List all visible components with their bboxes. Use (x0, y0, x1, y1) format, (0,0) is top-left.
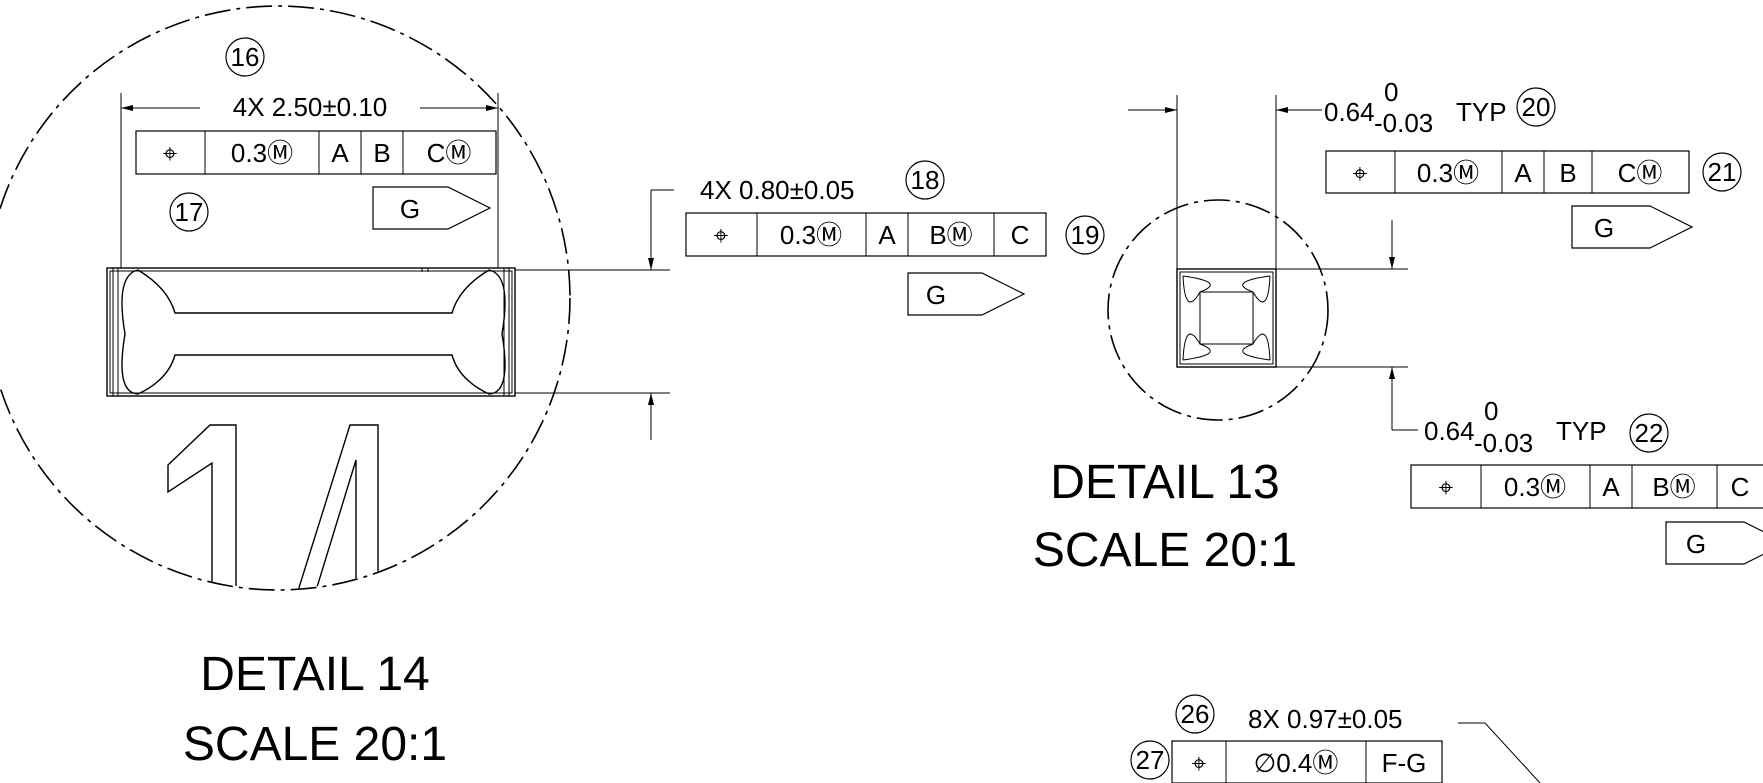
balloon-20-text: 20 (1522, 92, 1551, 122)
balloon-21-text: 21 (1708, 157, 1737, 187)
detail-13-label: DETAIL 13 (1050, 456, 1279, 509)
fcf-datum: F-G (1382, 748, 1427, 778)
balloon-26-text: 26 (1181, 699, 1210, 729)
position-icon: ⌖ (1192, 748, 1207, 778)
balloon-19: 19 (1065, 215, 1105, 255)
position-icon: ⌖ (1353, 158, 1368, 188)
balloon-18-text: 18 (911, 165, 940, 195)
fcf-detail13-top: ⌖ 0.3Ⓜ A B CⓂ (1325, 150, 1690, 194)
fcf-datum-c: C (1011, 220, 1030, 250)
datum-flag-text: G (400, 194, 420, 224)
balloon-18: 18 (905, 160, 945, 200)
datum-flag-g: G (907, 272, 1026, 316)
dim-lower-tol: -0.03 (1374, 108, 1433, 138)
fcf-tolerance: 0.3Ⓜ (231, 138, 293, 168)
balloon-17-text: 17 (175, 197, 204, 227)
dim-upper-tol: 0 (1484, 396, 1498, 426)
fcf-datum-b: BⓂ (1652, 472, 1695, 502)
bottom-dimension-text: 8X 0.97±0.05 (1248, 704, 1403, 734)
datum-flag-text: G (1686, 529, 1706, 559)
position-icon: ⌖ (714, 220, 729, 250)
fcf-datum-c: C (1731, 472, 1750, 502)
fcf-datum-a: A (878, 220, 896, 250)
dim-suffix: TYP (1456, 97, 1507, 127)
dim-value: 0.64 (1324, 97, 1375, 127)
fcf-datum-c: CⓂ (427, 138, 472, 168)
dim-suffix: TYP (1556, 416, 1607, 446)
fcf-detail13-bottom: ⌖ 0.3Ⓜ A BⓂ C (1410, 464, 1763, 509)
fcf-tolerance: 0.3Ⓜ (1417, 158, 1479, 188)
fcf-datum-a: A (331, 138, 349, 168)
balloon-16-text: 16 (231, 42, 260, 72)
balloon-16: 16 (225, 37, 265, 77)
datum-flag-g: G (1665, 521, 1763, 565)
position-icon: ⌖ (163, 138, 178, 168)
datum-flag-g: G (1571, 205, 1694, 249)
height-dimension-text: 4X 0.80±0.05 (700, 175, 855, 205)
detail-14: 4X 2.50±0.10 16 ⌖ 0.3Ⓜ A B CⓂ G 17 (0, 5, 1105, 771)
fcf-tolerance: 0.3Ⓜ (1504, 472, 1566, 502)
balloon-27: 27 (1130, 740, 1170, 780)
balloon-20: 20 (1516, 87, 1556, 127)
balloon-22: 22 (1629, 413, 1669, 453)
balloon-27-text: 27 (1136, 745, 1165, 775)
fcf-datum-b: B (373, 138, 390, 168)
fcf-detail14-right: ⌖ 0.3Ⓜ A BⓂ C (685, 212, 1047, 257)
fcf-tolerance: ∅0.4Ⓜ (1254, 748, 1339, 778)
part-pad-outline (106, 267, 516, 397)
fcf-datum-a: A (1514, 158, 1532, 188)
height-dimension (515, 189, 674, 440)
detail-13-boundary (1107, 199, 1329, 421)
fcf-datum-b: BⓂ (929, 220, 972, 250)
dimension-text-top: 0.64 0 -0.03 TYP (1324, 77, 1507, 138)
dim-lower-tol: -0.03 (1474, 428, 1533, 458)
height-dimension-13 (1276, 220, 1418, 431)
dim-upper-tol: 0 (1384, 77, 1398, 107)
bottom-callout: 26 8X 0.97±0.05 27 ⌖ ∅0.4Ⓜ F-G (1130, 694, 1541, 783)
fcf-datum-a: A (1602, 472, 1620, 502)
fcf-datum-b: B (1559, 158, 1576, 188)
fcf-bottom: ⌖ ∅0.4Ⓜ F-G (1171, 740, 1443, 783)
balloon-26: 26 (1175, 694, 1215, 734)
balloon-21: 21 (1702, 152, 1742, 192)
detail-13: 0.64 0 -0.03 TYP 20 ⌖ 0.3Ⓜ A B CⓂ 21 (1033, 77, 1763, 577)
fcf-tolerance: 0.3Ⓜ (780, 220, 842, 250)
width-dimension-text: 4X 2.50±0.10 (233, 92, 388, 122)
datum-flag-text: G (926, 280, 946, 310)
detail-14-boundary (0, 5, 571, 591)
datum-flag-g: G (372, 186, 492, 230)
dim-value: 0.64 (1424, 416, 1475, 446)
width-dimension: 4X 2.50±0.10 (120, 92, 499, 268)
position-icon: ⌖ (1439, 472, 1454, 502)
balloon-17: 17 (169, 192, 209, 232)
view-number-14-outline (167, 424, 379, 589)
detail-14-label: DETAIL 14 (200, 648, 429, 701)
datum-flag-text: G (1594, 213, 1614, 243)
detail-13-scale: SCALE 20:1 (1033, 524, 1297, 577)
balloon-22-text: 22 (1635, 418, 1664, 448)
balloon-19-text: 19 (1071, 220, 1100, 250)
detail-14-scale: SCALE 20:1 (183, 718, 447, 771)
dimension-text-bottom: 0.64 0 -0.03 TYP (1424, 396, 1607, 458)
part-square-pad (1176, 268, 1277, 368)
fcf-detail14-top: ⌖ 0.3Ⓜ A B CⓂ (135, 130, 497, 175)
width-dimension-13 (1128, 95, 1322, 269)
fcf-datum-c: CⓂ (1618, 158, 1663, 188)
